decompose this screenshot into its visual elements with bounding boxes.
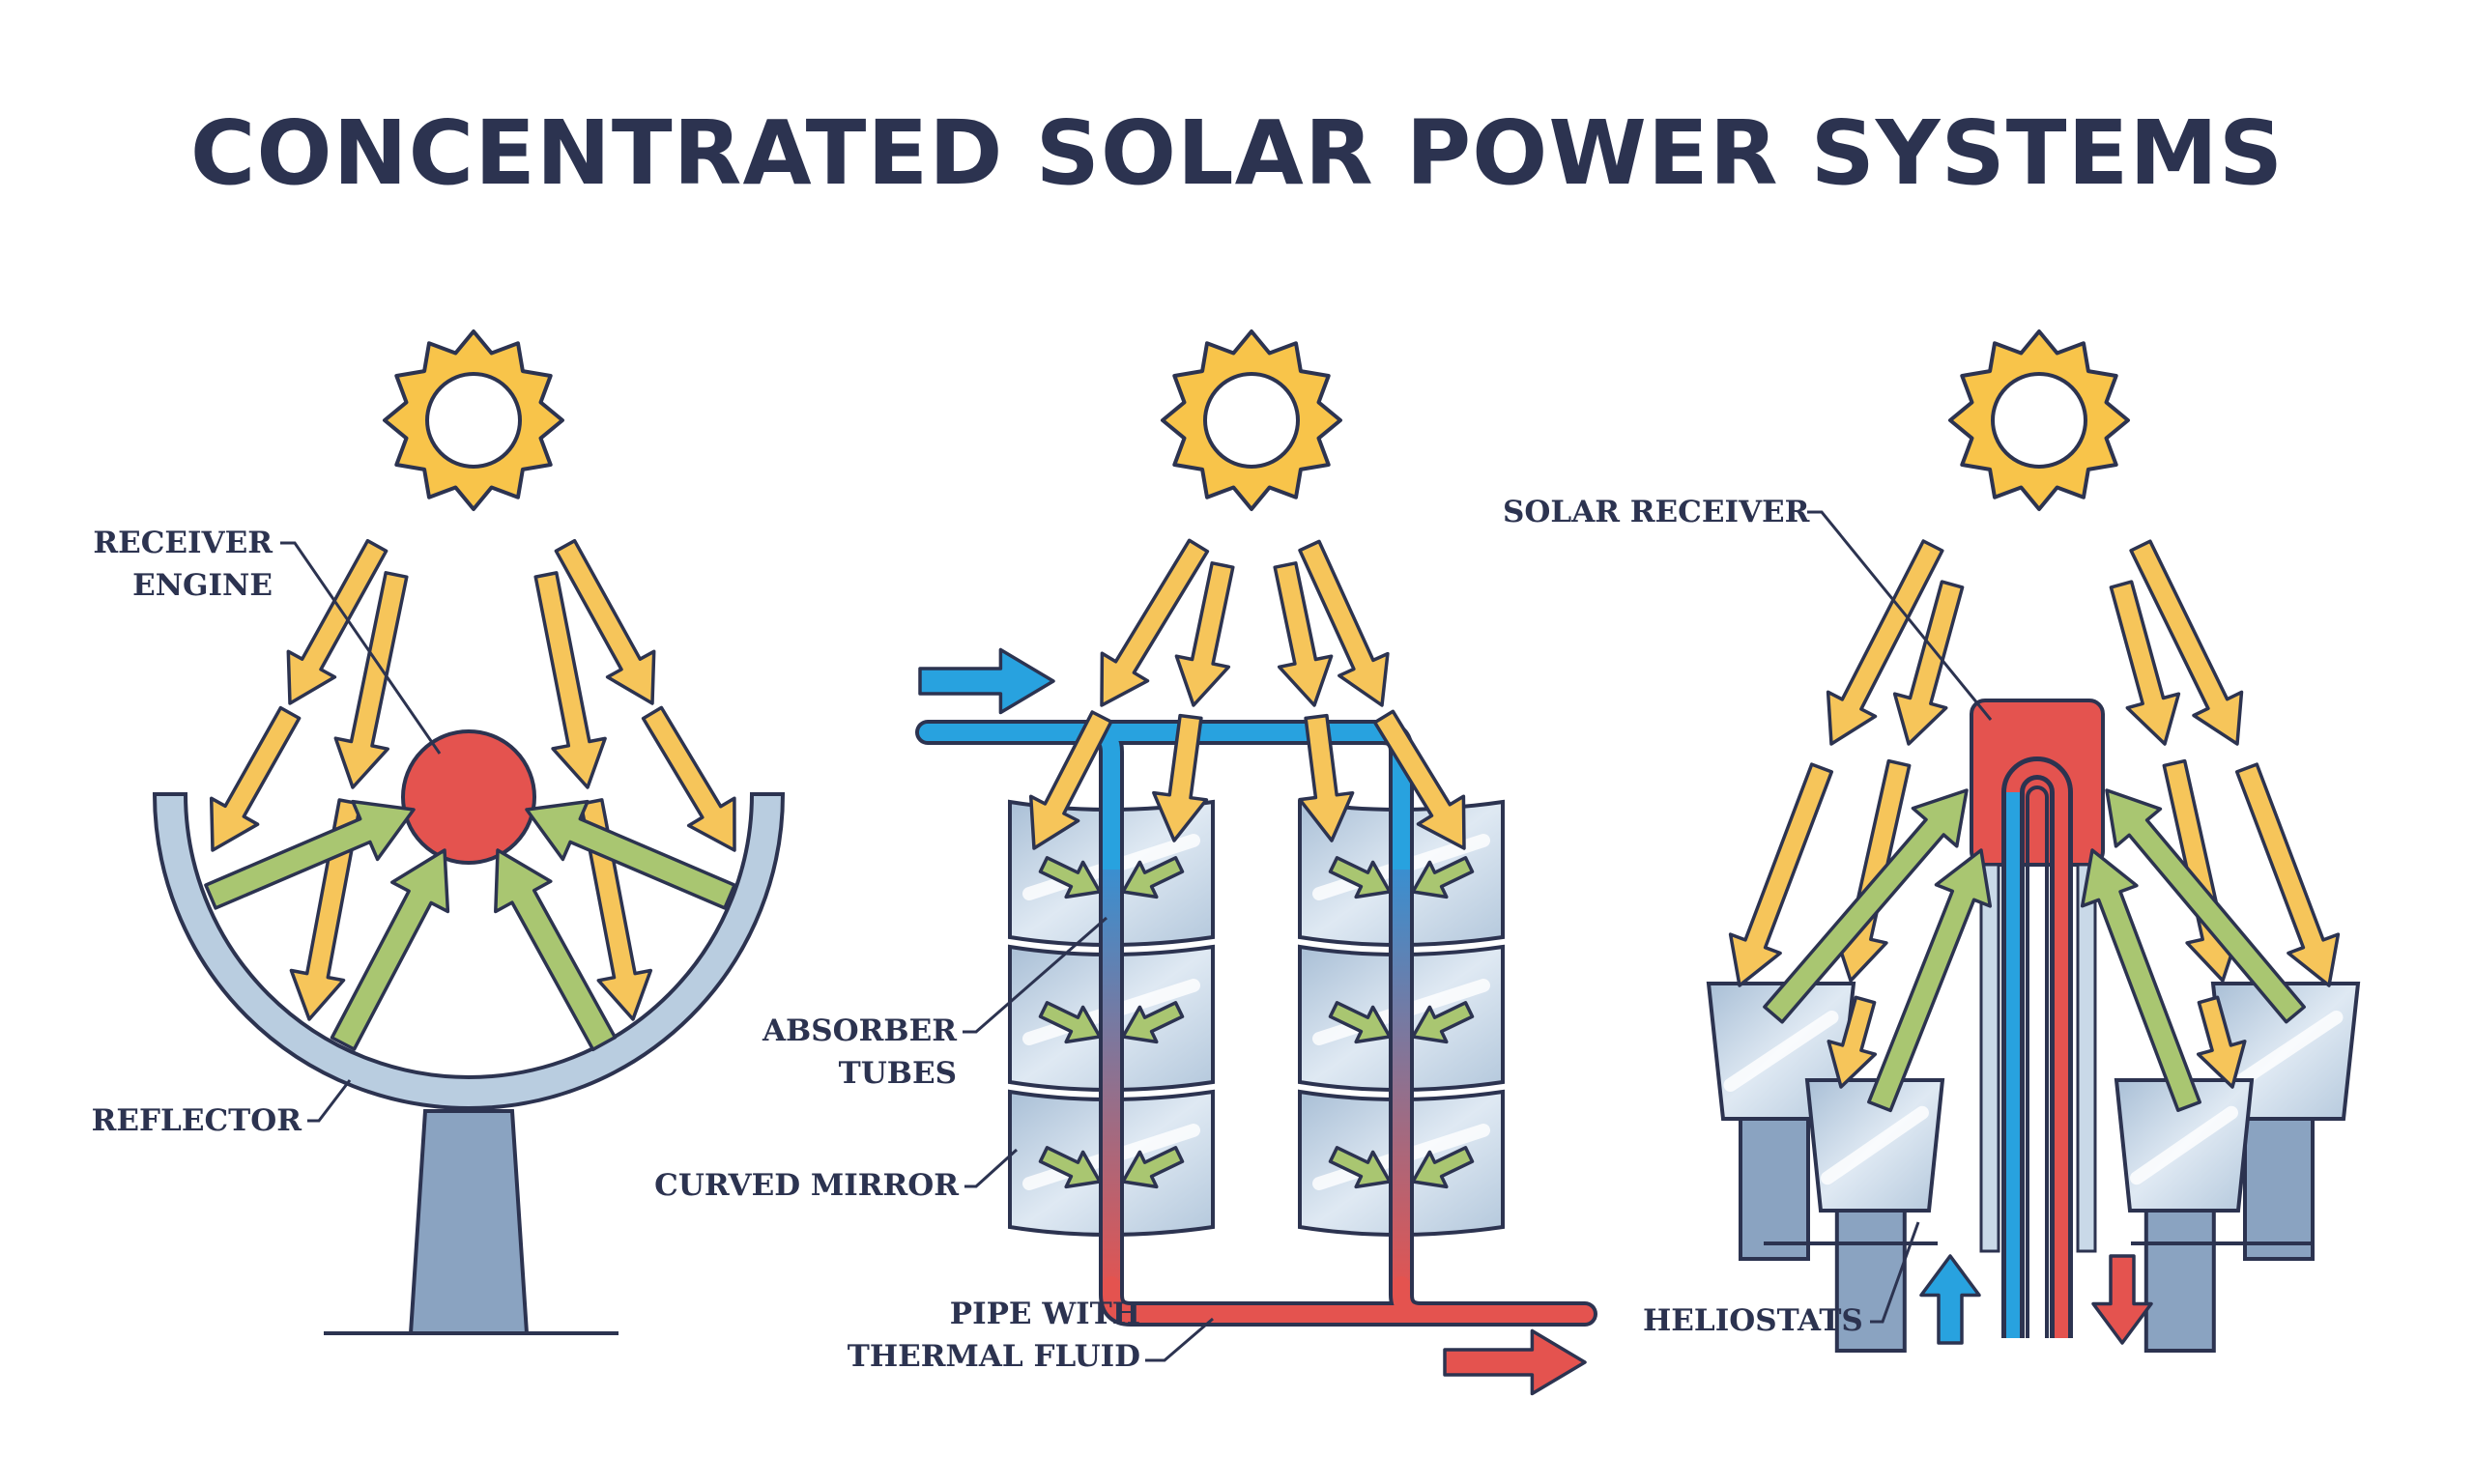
incoming-ray (209, 705, 302, 852)
hot-pipe-segment (1103, 1276, 1594, 1323)
incoming-ray (2109, 580, 2181, 746)
absorber-tube-right (1393, 870, 1410, 1295)
reflected-ray (2105, 788, 2306, 1024)
incoming-ray (1892, 580, 1965, 746)
solar-receiver (1970, 699, 2105, 867)
incoming-ray (1273, 561, 1334, 707)
absorber-tubes-leader (963, 916, 1108, 1034)
mirror-shine (2228, 1011, 2344, 1092)
reflected-ray (1328, 1146, 1392, 1189)
reflected-ray (525, 799, 736, 910)
mirror-shine (1723, 1011, 1839, 1092)
reflected-ray (1411, 1001, 1475, 1044)
reflected-ray (1038, 1146, 1102, 1189)
absorber-tube-left (1103, 870, 1120, 1295)
pipe-leader (1145, 1317, 1214, 1362)
label-curved-mirror: CURVED MIRROR (654, 1168, 959, 1203)
reflected-ray (1038, 856, 1102, 899)
incoming-ray (554, 538, 656, 705)
dish-system (152, 538, 786, 1335)
receiver-engine (401, 729, 536, 865)
tower-hot-pipe (2006, 761, 2068, 1338)
incoming-ray (1298, 539, 1390, 707)
reflected-ray (1411, 856, 1475, 899)
incoming-ray (1728, 762, 1834, 987)
sun-core (1991, 372, 2087, 469)
heliostat-post (1739, 1112, 1810, 1261)
heliostat-post (2243, 1112, 2315, 1261)
label-heliostats: HELIOSTATS (1643, 1303, 1863, 1338)
reflector-leader (307, 1079, 352, 1123)
incoming-ray (1152, 713, 1209, 842)
tower-shaft-right (2076, 863, 2097, 1253)
mirror-shine (2130, 1105, 2238, 1185)
dish-stand (408, 1109, 530, 1335)
mirror-shine (1821, 1105, 1929, 1185)
incoming-ray (1826, 539, 1944, 746)
heliostats-leader (1870, 1221, 1920, 1324)
label-reflector: REFLECTOR (91, 1103, 302, 1138)
page-title: CONCENTRATED SOLAR POWER SYSTEMS (189, 101, 2285, 205)
receiver-engine-leader (280, 541, 442, 755)
incoming-ray (286, 538, 388, 705)
incoming-ray (2196, 995, 2247, 1089)
tower-inner-pipe-outline (2026, 785, 2049, 1338)
incoming-ray (1372, 709, 1466, 850)
incoming-ray (1100, 538, 1210, 707)
incoming-ray (2234, 762, 2341, 987)
tower-outlet-arrow (2091, 1254, 2153, 1345)
incoming-ray (641, 705, 736, 852)
reflected-ray (1121, 1001, 1185, 1044)
tower-inlet-arrow (1919, 1254, 1981, 1345)
sun-core (1203, 372, 1300, 469)
reflected-ray (330, 848, 450, 1051)
sun-core (425, 372, 522, 469)
reflected-ray (1121, 1146, 1185, 1189)
incoming-ray (2129, 539, 2244, 746)
reflected-ray (1328, 856, 1392, 899)
incoming-ray (333, 571, 409, 789)
tower-system (1706, 539, 2361, 1353)
incoming-ray (1298, 713, 1355, 842)
reflector-dish (152, 792, 786, 1110)
solar-receiver-leader (1807, 510, 1993, 721)
reflected-ray (1867, 848, 1993, 1113)
incoming-ray (1174, 561, 1235, 707)
reflected-ray (2080, 848, 2201, 1112)
inlet-flow-arrow (918, 647, 1055, 715)
heliostat-post (2143, 1204, 2216, 1353)
reflected-ray (1038, 1001, 1102, 1044)
reflected-ray (1763, 788, 1969, 1024)
tower-shaft-left (1979, 863, 2000, 1253)
reflected-ray (1411, 1146, 1475, 1189)
label-solar-receiver: SOLAR RECEIVER (1503, 495, 1810, 529)
reflected-ray (1121, 856, 1185, 899)
reflected-ray (204, 799, 416, 910)
trough-system (915, 538, 1597, 1327)
reflected-ray (1328, 1001, 1392, 1044)
reflected-ray (494, 848, 618, 1052)
incoming-ray (533, 571, 607, 789)
incoming-ray (1028, 710, 1113, 850)
outlet-flow-arrow (1443, 1328, 1587, 1396)
curved-mirror-leader (964, 1148, 1019, 1188)
incoming-ray (1827, 995, 1878, 1089)
